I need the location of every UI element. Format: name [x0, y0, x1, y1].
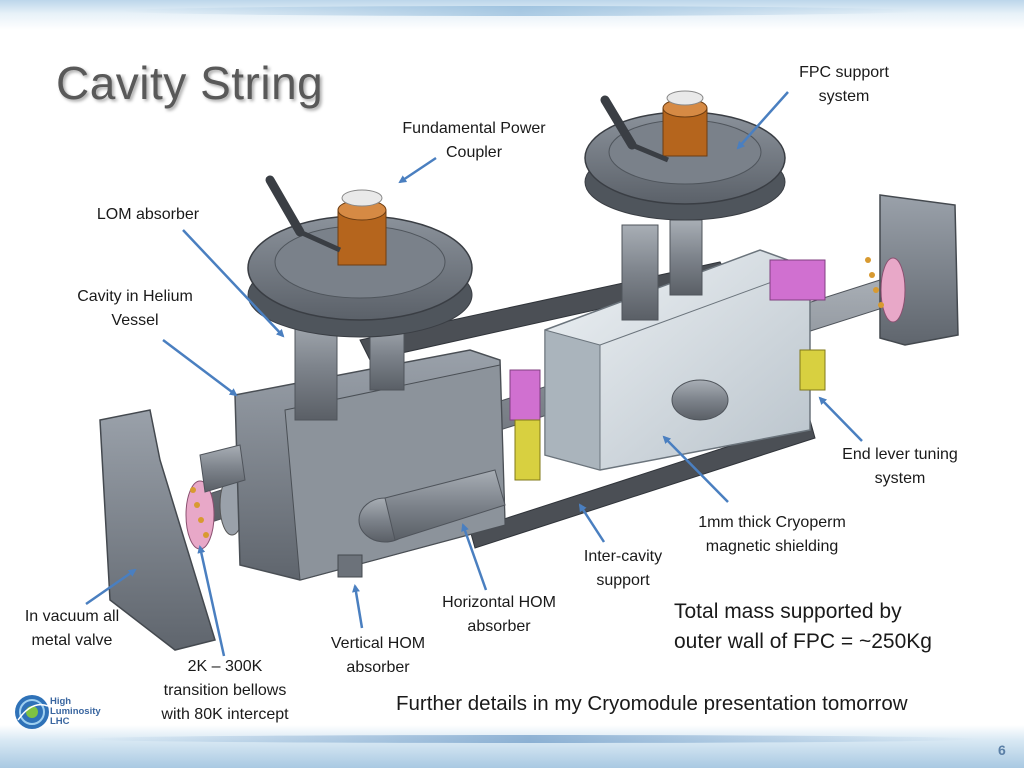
- lower-rail: [469, 419, 816, 549]
- arrow-fpc-support: [736, 91, 789, 150]
- arrow-horizontal-hom: [461, 523, 488, 591]
- arrow-cavity-helium: [162, 339, 238, 397]
- arrow-end-lever: [818, 396, 863, 442]
- page-number: 6: [998, 742, 1006, 758]
- top-decor-band: [0, 0, 1024, 30]
- arrow-lom-absorber: [182, 229, 285, 338]
- hilumi-logo-icon: [15, 695, 49, 729]
- arrow-vertical-hom: [352, 584, 364, 629]
- arrow-bellows: [197, 545, 226, 657]
- arrow-vacuum-valve: [85, 568, 137, 606]
- label-lom-absorber: LOM absorber: [96, 206, 200, 223]
- page-title: Cavity String: [56, 57, 324, 109]
- arrow-cryoperm: [662, 435, 729, 503]
- arrow-inter-cavity: [578, 503, 606, 543]
- left-end-flange: [99, 409, 216, 651]
- arrow-fundamental-coupler: [398, 156, 437, 184]
- footer-note: Further details in my Cryomodule present…: [396, 692, 908, 715]
- bottom-decor-band: [0, 725, 1024, 768]
